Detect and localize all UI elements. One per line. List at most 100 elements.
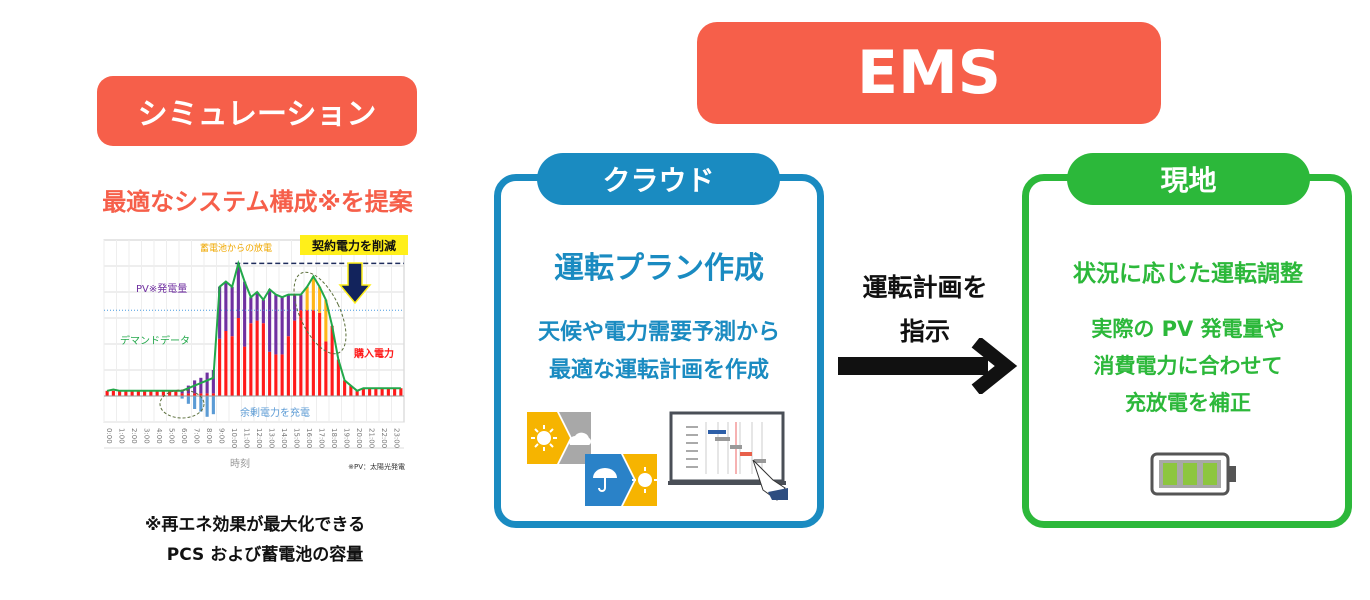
purchase-bar: [218, 338, 222, 396]
cloud-title: 運転プラン作成: [554, 251, 764, 286]
discharge-bar: [305, 286, 309, 311]
x-tick-label: 14:00: [280, 428, 288, 448]
contract-label-bg: [300, 235, 408, 255]
reduce-arrow-icon: [338, 262, 372, 305]
pv-bar: [180, 390, 184, 394]
discharge-ellipse: [293, 271, 347, 355]
purchase-bar: [311, 310, 315, 396]
purchase-bar: [174, 390, 178, 396]
pv-bar: [299, 294, 303, 311]
discharge-label: 蓄電池からの放電: [200, 242, 272, 254]
cloud-desc-1: 天候や電力需要予測から: [537, 320, 780, 345]
demand-line: [106, 259, 401, 392]
x-tick-label: 22:00: [380, 428, 388, 448]
x-tick-label: 17:00: [318, 428, 326, 448]
x-tick-label: 5:00: [168, 428, 176, 444]
charge-bar: [180, 396, 184, 399]
x-tick-label: 15:00: [293, 428, 301, 448]
x-tick-label: 23:00: [393, 428, 401, 448]
purchase-bar: [186, 393, 190, 396]
purchase-bar: [143, 390, 147, 396]
purchase-bar: [205, 393, 209, 396]
pv-bar: [255, 292, 259, 321]
weather-forecast-icon: [527, 412, 658, 506]
purchase-bar: [261, 323, 265, 396]
pv-bar: [286, 294, 290, 337]
pv-bar: [274, 294, 278, 355]
purchase-bar: [224, 331, 228, 396]
purchase-bar: [111, 390, 115, 396]
pv-bar: [205, 372, 209, 394]
purchase-bar: [274, 354, 278, 396]
purchase-bar: [380, 388, 384, 396]
pv-bar: [193, 380, 197, 394]
purchase-bar: [305, 310, 309, 396]
purchase-bar: [155, 390, 159, 396]
purchase-bar: [211, 393, 215, 396]
pv-bar: [218, 286, 222, 339]
pv-label: PV※発電量: [136, 282, 187, 295]
purchase-bar: [230, 336, 234, 396]
pv-bar: [261, 299, 265, 324]
x-axis-label: 時刻: [230, 457, 250, 470]
battery-icon: [1150, 452, 1236, 496]
x-tick-label: 3:00: [143, 428, 151, 444]
x-tick-label: 12:00: [255, 428, 263, 448]
charge-ellipse: [159, 389, 205, 419]
purchase-bar: [299, 310, 303, 396]
x-tick-label: 0:00: [105, 428, 113, 444]
purchase-bar: [243, 346, 247, 396]
x-tick-label: 10:00: [230, 428, 238, 448]
pv-bar: [293, 294, 297, 321]
purchase-bar: [330, 325, 334, 396]
purchase-bar: [343, 380, 347, 396]
x-tick-label: 19:00: [343, 428, 351, 448]
x-tick-label: 9:00: [218, 428, 226, 444]
charge-bar: [186, 396, 190, 404]
pv-bar: [280, 297, 284, 355]
instruction-label-1: 運転計画を: [862, 273, 988, 302]
pv-bar: [186, 385, 190, 394]
purchase-bar: [168, 390, 172, 396]
purchase-bar: [293, 320, 297, 396]
purchase-bar: [268, 351, 272, 396]
onsite-panel: [1022, 174, 1352, 528]
x-tick-label: 7:00: [193, 428, 201, 444]
x-tick-label: 16:00: [305, 428, 313, 448]
simulation-heading: 最適なシステム構成※を提案: [102, 188, 413, 216]
onsite-desc-1: 実際の PV 発電量や: [1091, 317, 1285, 341]
onsite-title: 状況に応じた運転調整: [1073, 261, 1303, 287]
gantt-board-icon: [668, 411, 788, 501]
onsite-badge: 現地: [1067, 153, 1310, 205]
x-tick-label: 13:00: [268, 428, 276, 448]
purchase-bar: [374, 388, 378, 396]
onsite-desc-3: 充放電を補正: [1125, 391, 1251, 415]
demand-label: デマンドデータ: [120, 334, 190, 347]
pv-bar: [230, 286, 234, 337]
purchase-bar: [386, 388, 390, 396]
purchase-bar: [361, 388, 365, 396]
purchase-bar: [199, 393, 203, 396]
purchase-bar: [349, 385, 353, 396]
purchase-bar: [318, 312, 322, 396]
simulation-footnote-1: ※再エネ効果が最大化できる: [144, 515, 366, 535]
purchase-bar: [161, 390, 165, 396]
contract-label: 契約電力を削減: [311, 238, 396, 253]
x-tick-label: 8:00: [205, 428, 213, 444]
purchase-bar: [324, 341, 328, 396]
purchase-bar: [393, 388, 397, 396]
pv-bar: [243, 281, 247, 347]
pv-bar: [224, 281, 228, 331]
pv-bar: [249, 297, 253, 324]
purchase-bar: [193, 393, 197, 396]
purchase-bar: [280, 354, 284, 396]
x-tick-label: 1:00: [118, 428, 126, 444]
purchase-bar: [105, 390, 109, 396]
pv-bar: [199, 377, 203, 394]
cloud-desc-2: 最適な運転計画を作成: [548, 358, 769, 383]
ems-badge: EMS: [697, 22, 1161, 124]
x-tick-label: 21:00: [368, 428, 376, 448]
discharge-bar: [311, 276, 315, 311]
pv-bar: [236, 263, 240, 318]
